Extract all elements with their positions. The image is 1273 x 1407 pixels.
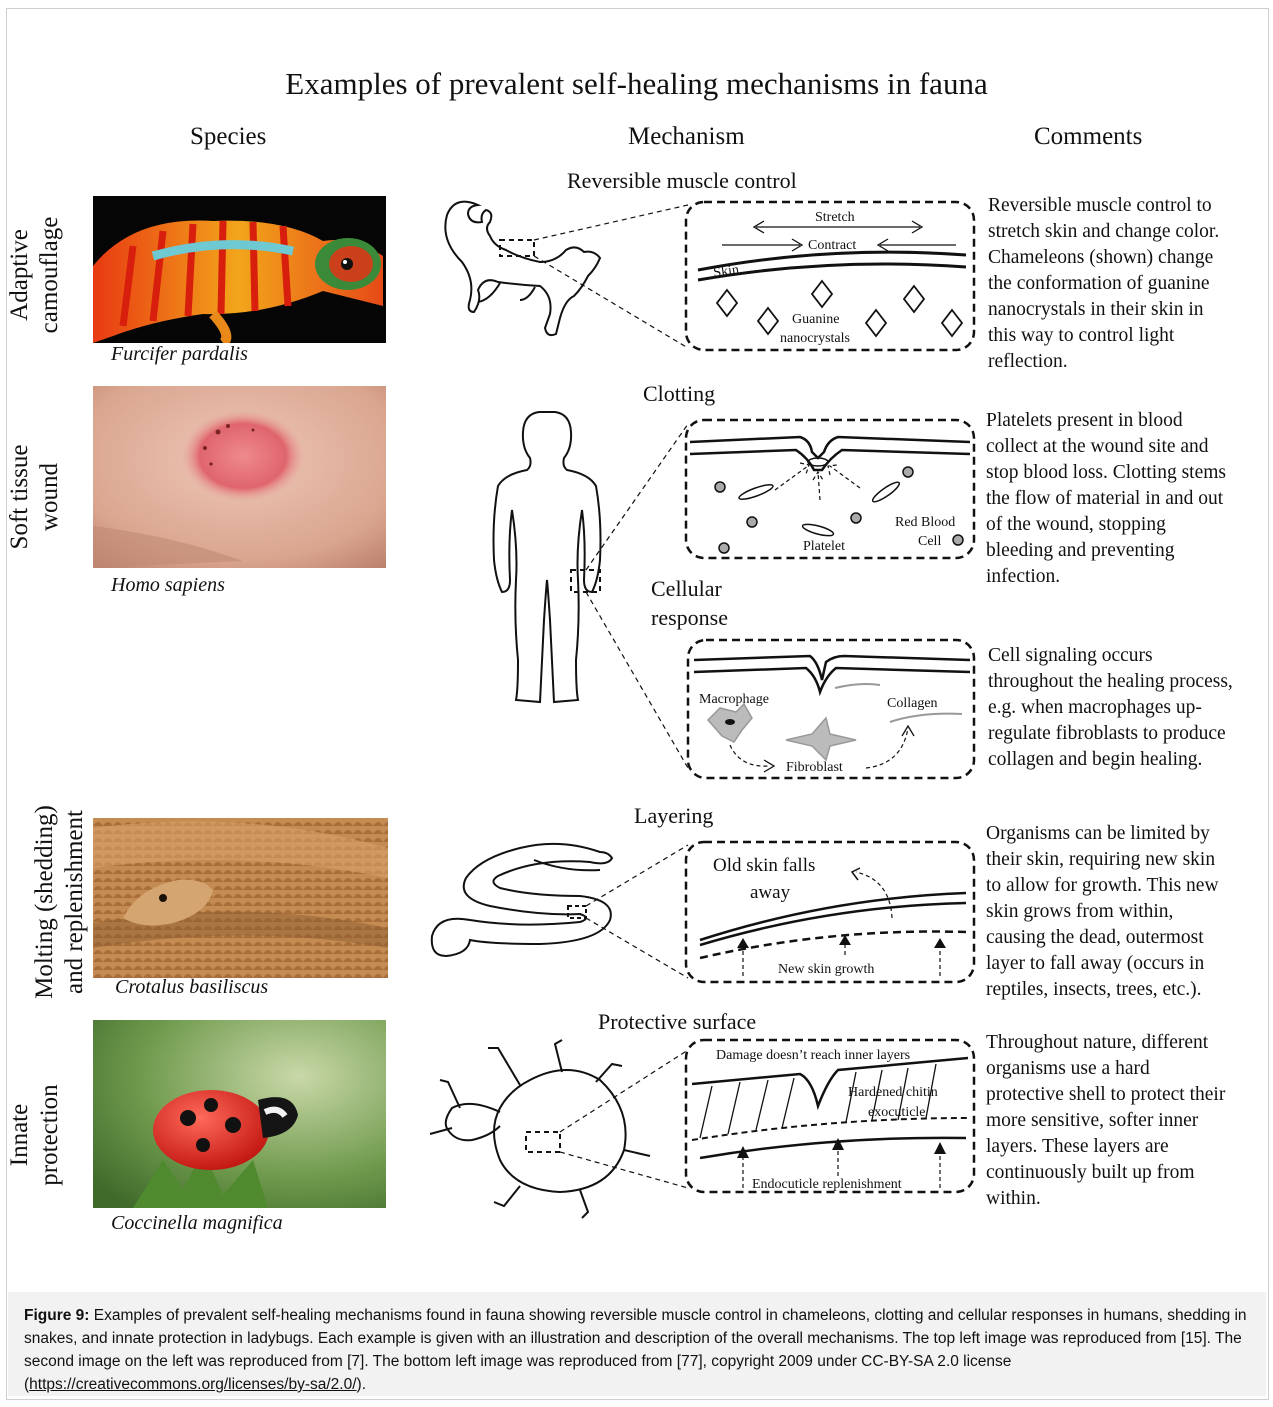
label-stretch: Stretch: [815, 210, 855, 225]
label-nanocrystals: nanocrystals: [780, 331, 850, 346]
human-outline-icon: [494, 412, 601, 702]
caption-end: ).: [357, 1376, 366, 1393]
label-away: away: [750, 882, 791, 903]
license-link[interactable]: https://creativecommons.org/licenses/by-…: [29, 1376, 356, 1393]
comment-innate-protection: Throughout nature, differentorganisms us…: [986, 1030, 1225, 1212]
label-exocuticle: exocuticle: [868, 1105, 926, 1120]
label-red-blood: Red Blood: [895, 515, 955, 530]
label-skin: Skin: [712, 263, 740, 281]
label-fibroblast: Fibroblast: [786, 760, 843, 775]
comment-molting: Organisms can be limited bytheir skin, r…: [986, 821, 1219, 1003]
label-old-skin-falls: Old skin falls: [713, 855, 815, 876]
label-collagen: Collagen: [887, 696, 938, 711]
label-endocuticle: Endocuticle replenishment: [752, 1177, 902, 1192]
label-damage: Damage doesn’t reach inner layers: [716, 1048, 910, 1063]
label-new-skin-growth: New skin growth: [778, 962, 874, 977]
snake-outline-icon: [432, 844, 612, 956]
chameleon-outline-icon: [445, 202, 600, 335]
beetle-outline-icon: [430, 1040, 650, 1218]
comment-cellular-response: Cell signaling occursthroughout the heal…: [988, 643, 1233, 773]
label-platelet: Platelet: [803, 539, 845, 554]
label-guanine: Guanine: [792, 312, 839, 327]
comment-adaptive-camouflage: Reversible muscle control tostretch skin…: [988, 193, 1219, 375]
label-cell: Cell: [918, 534, 941, 549]
figure-caption: Figure 9: Examples of prevalent self-hea…: [8, 1292, 1266, 1396]
label-macrophage: Macrophage: [699, 692, 769, 707]
label-hardened-chitin: Hardened chitin: [848, 1085, 938, 1100]
caption-label: Figure 9:: [24, 1307, 89, 1324]
label-contract: Contract: [808, 238, 856, 253]
comment-clotting: Platelets present in bloodcollect at the…: [986, 408, 1226, 590]
